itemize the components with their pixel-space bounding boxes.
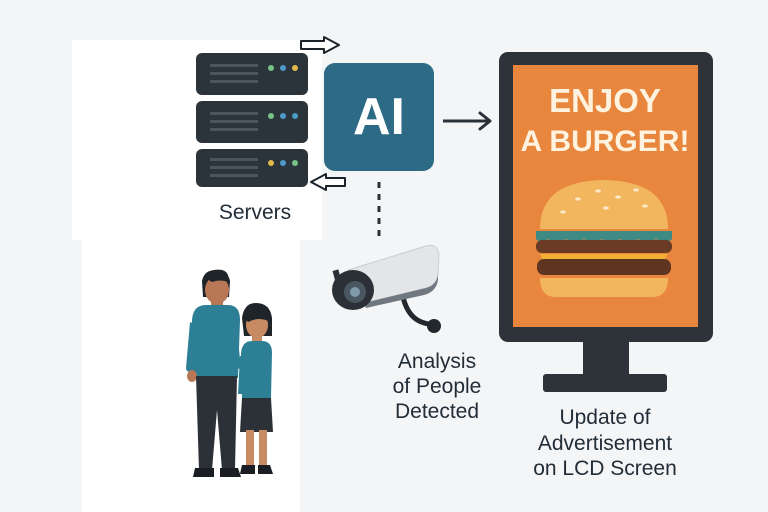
- update-line-2: Advertisement: [537, 431, 673, 455]
- servers-label-text: Servers: [218, 201, 292, 224]
- analysis-line-1: Analysis: [397, 350, 477, 373]
- update-line-1: Update of: [559, 406, 651, 429]
- analysis-line-2: of People: [392, 374, 482, 398]
- burger-icon: [536, 180, 672, 297]
- arrow-left-icon: [310, 173, 346, 191]
- ad-headline-line2: A BURGER!: [521, 125, 690, 158]
- people-icon: [186, 269, 273, 477]
- ai-chip-icon: AI: [324, 63, 434, 171]
- update-label: Update of Advertisement on LCD Screen: [505, 405, 705, 482]
- analysis-label: Analysis of People Detected: [362, 350, 512, 424]
- ai-to-screen-arrow: [443, 111, 492, 131]
- ad-headline-line1: ENJOY: [549, 82, 661, 119]
- arrow-right-icon: [300, 36, 340, 54]
- ai-label: AI: [353, 88, 405, 146]
- update-line-3: on LCD Screen: [533, 457, 677, 481]
- servers-label: Servers: [190, 201, 320, 226]
- analysis-line-3: Detected: [394, 399, 480, 423]
- security-camera-icon: [332, 244, 441, 333]
- server-rack-icon: [196, 53, 308, 187]
